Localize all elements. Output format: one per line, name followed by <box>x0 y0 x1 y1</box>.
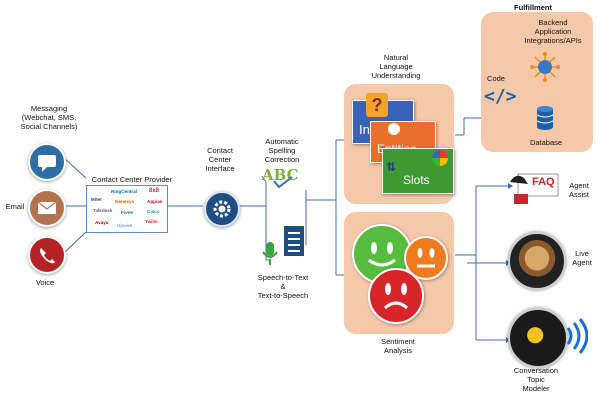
messaging-icon[interactable] <box>28 143 66 181</box>
slots-label: Slots <box>403 173 430 187</box>
brand-mitel: Mitel <box>91 197 102 202</box>
email-icon[interactable] <box>28 189 66 227</box>
live-agent-avatar <box>508 232 566 290</box>
nlu-label: Natural Language Understanding <box>371 53 421 80</box>
swap-arrows-icon: ⇅ <box>386 160 397 174</box>
voice-icon[interactable] <box>28 236 66 274</box>
speech-label: Speech-to-Text & Text-to-Speech <box>257 273 309 300</box>
signal-waves-icon <box>564 318 588 354</box>
brand-talkdesk: Talkdesk <box>93 208 113 213</box>
code-label: Code <box>487 74 505 83</box>
sad-face-icon <box>368 268 424 324</box>
clock-icon <box>388 123 400 135</box>
brand-five9: Five9 <box>121 210 133 215</box>
abc-check-icon: ABC <box>260 166 300 190</box>
agent-assist-label: Agent Assist <box>568 181 589 199</box>
faq-label: FAQ <box>532 176 555 188</box>
contact-center-provider-box: RingCentral 8x8 Mitel Genesys Appian Tal… <box>86 185 168 233</box>
sentiment-label: Sentiment Analysis <box>381 337 415 355</box>
backend-label: Backend Application Integrations/APIs <box>524 18 582 45</box>
database-label: Database <box>529 138 563 147</box>
question-icon: ? <box>366 93 388 117</box>
contact-center-interface-label: Contact Center Interface <box>205 146 235 173</box>
faq-icon: FAQ <box>510 168 562 206</box>
voice-label: Voice <box>35 278 55 287</box>
brand-genesys: Genesys <box>115 199 135 204</box>
brand-avaya: Avaya <box>95 220 109 225</box>
gear-icon[interactable] <box>204 191 240 227</box>
microphone-icon <box>260 240 280 268</box>
network-hub-icon <box>530 52 560 82</box>
topic-modeler-icon <box>508 308 568 368</box>
brand-upwire: Upwire <box>117 223 133 228</box>
code-brackets-icon: </> <box>484 86 517 107</box>
brand-cisco: Cisco <box>147 209 160 214</box>
fulfillment-panel <box>481 12 593 152</box>
live-agent-label: Live Agent <box>572 249 592 267</box>
brand-twilio: Twilio <box>145 219 158 224</box>
messaging-label: Messaging (Webchat, SMS, Social Channels… <box>20 104 78 131</box>
contact-center-provider-label: Contact Center Provider <box>91 175 173 184</box>
brand-ringcentral: RingCentral <box>111 189 138 194</box>
topic-modeler-label: Conversation Topic Modeler <box>513 366 559 393</box>
spelling-correction-label: Automatic Spelling Correction <box>264 137 300 164</box>
fulfillment-title: Fulfillment <box>514 3 552 12</box>
email-label: Email <box>5 202 25 211</box>
brand-8x8: 8x8 <box>149 188 160 194</box>
document-icon <box>284 226 304 256</box>
brand-appian: Appian <box>147 199 163 204</box>
color-wheel-icon <box>432 150 448 166</box>
database-icon <box>537 106 553 130</box>
